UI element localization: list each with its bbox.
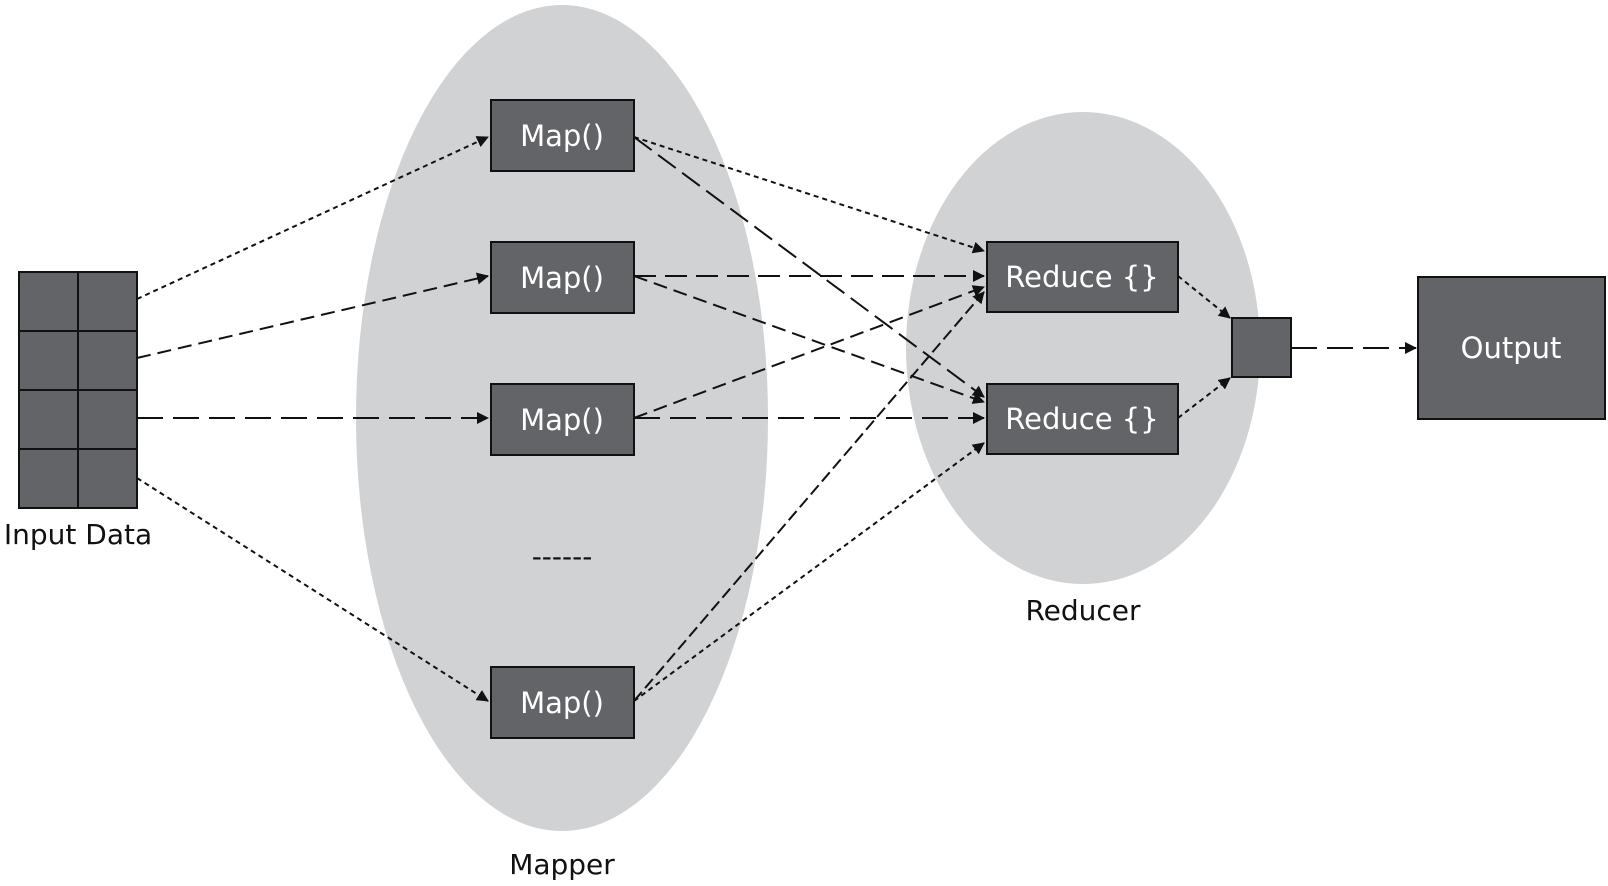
- edge-map-4-reduce-1: [633, 291, 985, 702]
- map-node-label: Map(): [520, 261, 604, 295]
- input-cell: [77, 448, 138, 509]
- edge-map-1-reduce-2: [633, 136, 985, 398]
- reducer-label: Reducer: [1025, 594, 1141, 627]
- input-cell: [18, 448, 79, 509]
- edge-input-map-1: [136, 136, 489, 300]
- edge-input-map-2: [136, 272, 489, 359]
- output-label: Output: [1461, 331, 1562, 365]
- map-node-1: Map(): [490, 99, 635, 172]
- reduce-node-label: Reduce {}: [1005, 402, 1158, 436]
- merge-node: [1231, 317, 1292, 378]
- mapper-label: Mapper: [509, 848, 615, 881]
- input-data-label: Input Data: [4, 518, 152, 551]
- map-node-label: Map(): [520, 403, 604, 437]
- input-cell: [18, 330, 79, 391]
- edge-reduce-2-merge: [1177, 377, 1231, 419]
- input-cell: [77, 271, 138, 332]
- edge-input-map-4: [136, 477, 489, 702]
- input-cell: [18, 389, 79, 450]
- output-node: Output: [1417, 276, 1606, 420]
- map-ellipsis: ------: [532, 540, 593, 573]
- reduce-node-label: Reduce {}: [1005, 260, 1158, 294]
- map-node-label: Map(): [520, 119, 604, 153]
- input-cell: [18, 271, 79, 332]
- reduce-node-1: Reduce {}: [986, 241, 1179, 313]
- input-data-grid: [18, 271, 138, 509]
- map-node-2: Map(): [490, 241, 635, 314]
- input-cell: [77, 389, 138, 450]
- edge-reduce-1-merge: [1177, 275, 1231, 319]
- reducer-cluster: [906, 112, 1260, 584]
- edge-map-4-reduce-2: [633, 442, 985, 702]
- map-node-label: Map(): [520, 686, 604, 720]
- map-node-3: Map(): [490, 383, 635, 456]
- input-cell: [77, 330, 138, 391]
- reduce-node-2: Reduce {}: [986, 383, 1179, 455]
- edges: [136, 136, 1417, 702]
- map-node-4: Map(): [490, 666, 635, 739]
- edge-map-1-reduce-1: [633, 136, 985, 254]
